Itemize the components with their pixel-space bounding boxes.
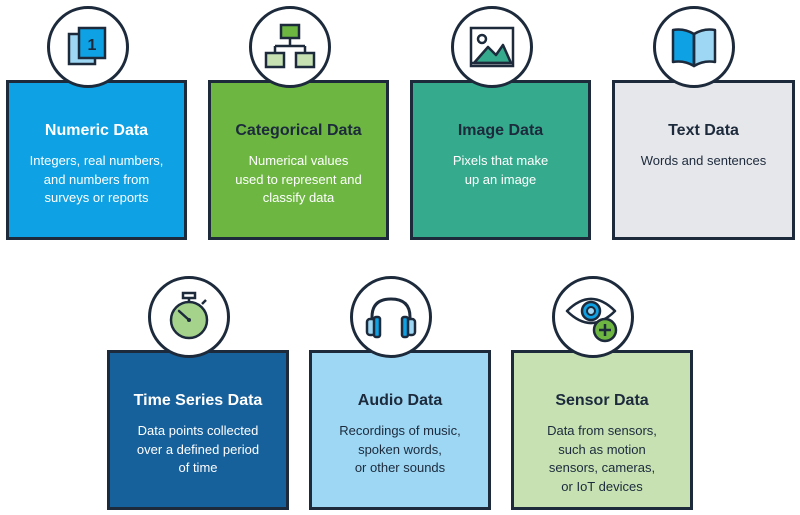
eye-plus-icon bbox=[565, 297, 618, 343]
book-icon-circle bbox=[653, 6, 735, 88]
headphones-icon bbox=[365, 297, 417, 339]
card-text-data: Text Data Words and sentences bbox=[612, 80, 795, 240]
card-categorical-data: Categorical Data Numerical values used t… bbox=[208, 80, 389, 240]
card-image-data: Image Data Pixels that make up an image bbox=[410, 80, 591, 240]
card-audio-data: Audio Data Recordings of music, spoken w… bbox=[309, 350, 491, 510]
hierarchy-icon-circle bbox=[249, 6, 331, 88]
card-description: Recordings of music, spoken words, or ot… bbox=[339, 423, 461, 475]
book-icon bbox=[671, 28, 717, 68]
hierarchy-icon bbox=[264, 23, 316, 69]
eye-plus-icon-circle bbox=[552, 276, 634, 358]
card-description: Data points collected over a defined per… bbox=[136, 423, 260, 475]
card-title: Time Series Data bbox=[133, 392, 263, 409]
numeric-digit: 1 bbox=[88, 37, 97, 54]
card-description: Pixels that make up an image bbox=[452, 153, 549, 187]
card-title: Numeric Data bbox=[44, 122, 149, 139]
card-title: Sensor Data bbox=[555, 392, 649, 409]
card-time-series-data: Time Series Data Data points collected o… bbox=[107, 350, 289, 510]
card-title: Image Data bbox=[457, 122, 544, 139]
stopwatch-icon bbox=[169, 291, 209, 340]
numeric-icon-circle: 1 bbox=[47, 6, 129, 88]
card-title: Text Data bbox=[668, 122, 739, 139]
numeric-icon: 1 bbox=[67, 26, 107, 66]
card-title: Audio Data bbox=[357, 392, 443, 409]
card-description: Integers, real numbers, and numbers from… bbox=[29, 153, 164, 205]
card-title: Categorical Data bbox=[235, 122, 362, 139]
card-description: Numerical values used to represent and c… bbox=[235, 153, 362, 205]
card-description: Data from sensors, such as motion sensor… bbox=[547, 423, 657, 494]
card-description: Words and sentences bbox=[640, 153, 767, 168]
headphones-icon-circle bbox=[350, 276, 432, 358]
image-icon bbox=[469, 26, 515, 68]
card-sensor-data: Sensor Data Data from sensors, such as m… bbox=[511, 350, 693, 510]
image-icon-circle bbox=[451, 6, 533, 88]
card-numeric-data: Numeric Data Integers, real numbers, and… bbox=[6, 80, 187, 240]
stopwatch-icon-circle bbox=[148, 276, 230, 358]
